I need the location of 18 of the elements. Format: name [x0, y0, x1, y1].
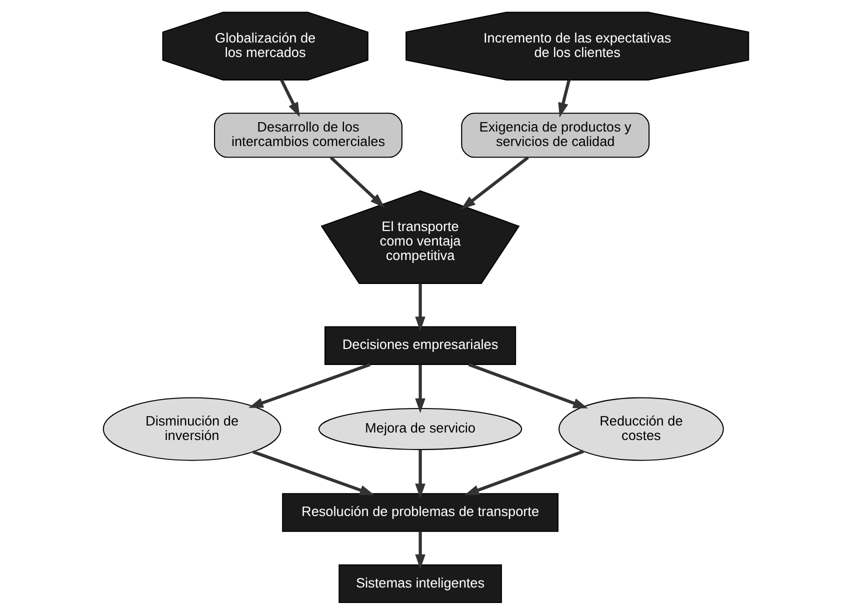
arrow	[248, 363, 370, 408]
arrow	[329, 156, 384, 208]
arrow	[460, 156, 528, 210]
node-box: Desarrollo de los intercambios comerciales	[214, 112, 402, 158]
node-ellipse: Mejora de servicio	[318, 408, 522, 450]
arrow	[414, 450, 425, 498]
arrow	[464, 450, 584, 496]
node-box: Resolución de problemas de transporte	[282, 493, 558, 532]
arrow	[280, 79, 300, 118]
node-box: Decisiones empresariales	[324, 326, 516, 365]
arrow	[468, 363, 588, 408]
arrow	[252, 450, 374, 496]
arrow	[414, 283, 425, 332]
node-box: Sistemas inteligentes	[338, 564, 502, 604]
arrow	[414, 532, 425, 570]
node-box: Exigencia de productos y servicios de calidad	[460, 112, 650, 158]
arrow	[558, 80, 570, 118]
arrow	[414, 364, 425, 414]
